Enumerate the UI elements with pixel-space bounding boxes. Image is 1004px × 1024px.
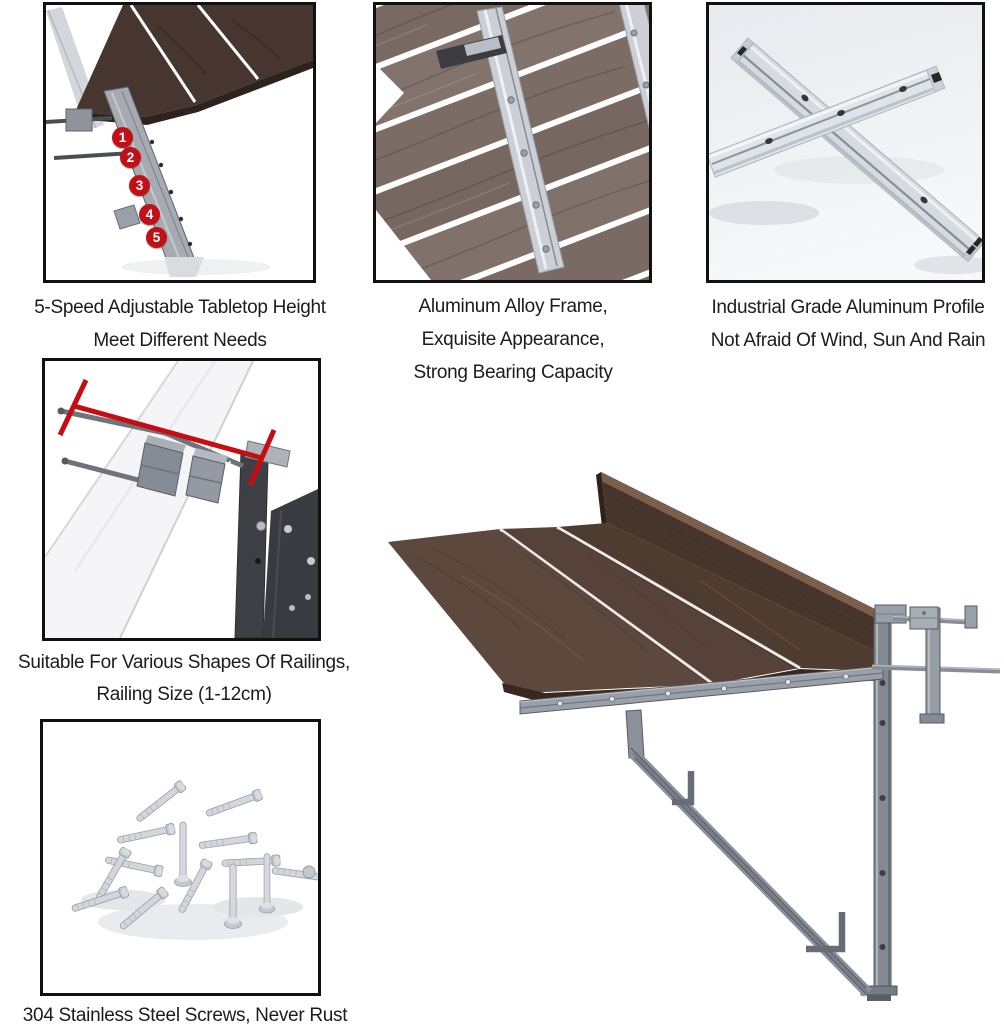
- caption-line: Suitable For Various Shapes Of Railings,: [18, 652, 350, 673]
- caption-line: Meet Different Needs: [93, 330, 267, 351]
- feature-image-railing-clamp: [42, 358, 321, 641]
- caption-line: 304 Stainless Steel Screws, Never Rust: [22, 1005, 348, 1024]
- caption-line: Exquisite Appearance,: [421, 329, 605, 350]
- caption-line: Railing Size (1-12cm): [96, 684, 272, 705]
- feature-caption-aluminum-frame: Aluminum Alloy Frame, Exquisite Appearan…: [343, 290, 683, 389]
- feature-image-aluminum-profile: [706, 2, 985, 283]
- feature-image-height-adjustable: 1 2 3 4 5: [43, 2, 316, 283]
- hero-product-photo: [388, 472, 1001, 1001]
- feature-caption-aluminum-profile: Industrial Grade Aluminum Profile Not Af…: [687, 291, 1004, 357]
- step-badge: 3: [129, 175, 150, 196]
- railing-clamp-photo-illustration: [45, 361, 318, 638]
- step-badge: 2: [120, 147, 141, 168]
- caption-line: Aluminum Alloy Frame,: [418, 296, 608, 317]
- feature-caption-railing-clamp: Suitable For Various Shapes Of Railings,…: [4, 647, 364, 711]
- feature-image-aluminum-frame: [373, 2, 652, 283]
- feature-caption-stainless-screws: 304 Stainless Steel Screws, Never Rust: [3, 999, 367, 1024]
- step-badge: 1: [112, 127, 133, 148]
- step-badge: 4: [139, 204, 160, 225]
- caption-line: Industrial Grade Aluminum Profile: [711, 297, 985, 318]
- feature-caption-height-adjustable: 5-Speed Adjustable Tabletop Height Meet …: [0, 291, 360, 357]
- feature-image-stainless-screws: [40, 719, 321, 996]
- aluminum-frame-photo-illustration: [376, 5, 649, 280]
- screws-photo-illustration: [70, 779, 318, 940]
- step-badge: 5: [146, 227, 167, 248]
- caption-line: Not Afraid Of Wind, Sun And Rain: [710, 330, 986, 351]
- aluminum-profile-photo-illustration: [709, 5, 982, 280]
- caption-line: 5-Speed Adjustable Tabletop Height: [34, 297, 326, 318]
- caption-line: Strong Bearing Capacity: [413, 362, 613, 383]
- height-adjust-photo-illustration: [46, 5, 313, 277]
